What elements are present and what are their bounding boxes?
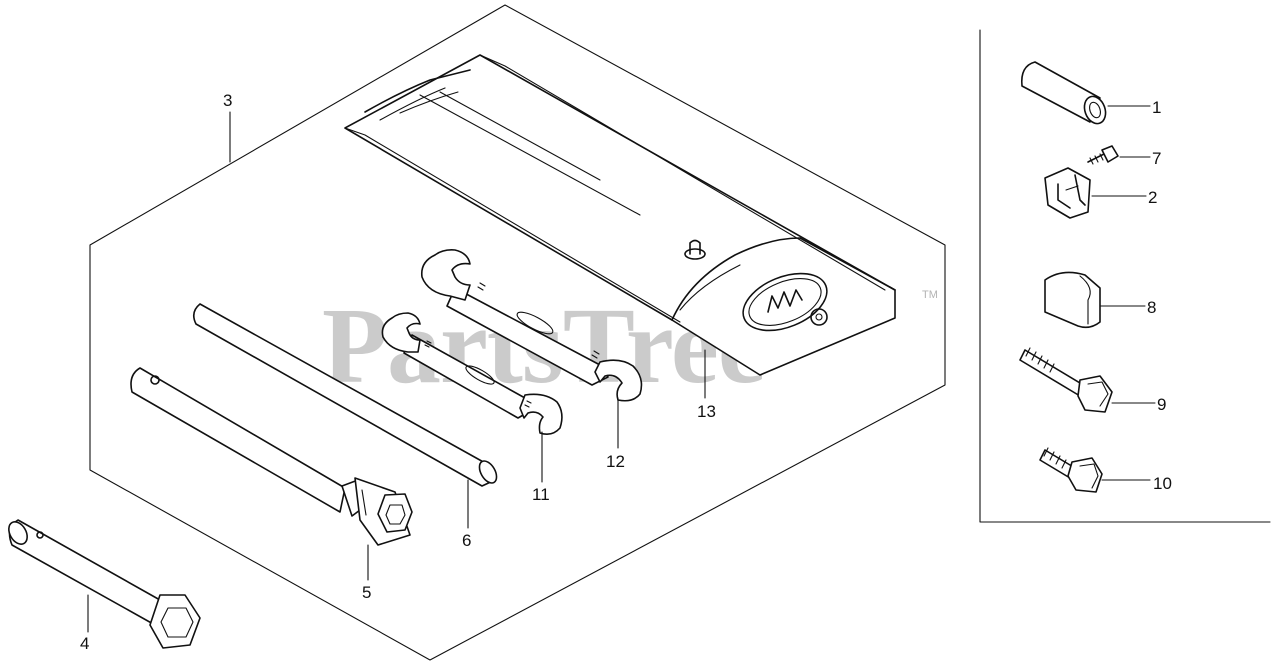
callout-5: 5 xyxy=(362,583,371,602)
callout-1: 1 xyxy=(1152,98,1161,117)
tool-kit-boundary xyxy=(89,4,946,661)
callout-4: 4 xyxy=(80,634,89,653)
callout-11: 11 xyxy=(532,485,550,504)
callout-2: 2 xyxy=(1148,188,1157,207)
callout-12: 12 xyxy=(606,452,625,471)
part-4-box-wrench[interactable] xyxy=(5,519,201,649)
callout-labels: 1 7 2 3 4 5 6 8 9 10 11 12 13 xyxy=(80,91,1172,653)
callout-leaders xyxy=(87,105,1156,633)
callout-8: 8 xyxy=(1147,298,1156,317)
part-8-block[interactable] xyxy=(1044,271,1101,329)
callout-10: 10 xyxy=(1153,474,1172,493)
callout-6: 6 xyxy=(462,531,471,550)
part-2-clip[interactable] xyxy=(1044,167,1091,219)
part-5-socket-wrench[interactable] xyxy=(130,367,413,546)
part-12-wrench[interactable] xyxy=(420,249,643,402)
callout-3: 3 xyxy=(223,91,232,110)
part-10-bolt[interactable] xyxy=(1039,447,1103,493)
part-6-rod[interactable] xyxy=(192,303,500,487)
callout-13: 13 xyxy=(697,402,716,421)
callout-9: 9 xyxy=(1157,395,1166,414)
watermark-trademark: TM xyxy=(922,289,938,301)
part-13-tool-bag[interactable] xyxy=(344,54,896,376)
part-1-sleeve[interactable] xyxy=(1020,61,1109,127)
part-11-wrench[interactable] xyxy=(381,312,563,435)
hardware-box-boundary xyxy=(979,29,1271,523)
part-9-bolt[interactable] xyxy=(1019,347,1113,413)
callout-7: 7 xyxy=(1152,149,1161,168)
part-7-screw[interactable] xyxy=(1087,145,1119,165)
